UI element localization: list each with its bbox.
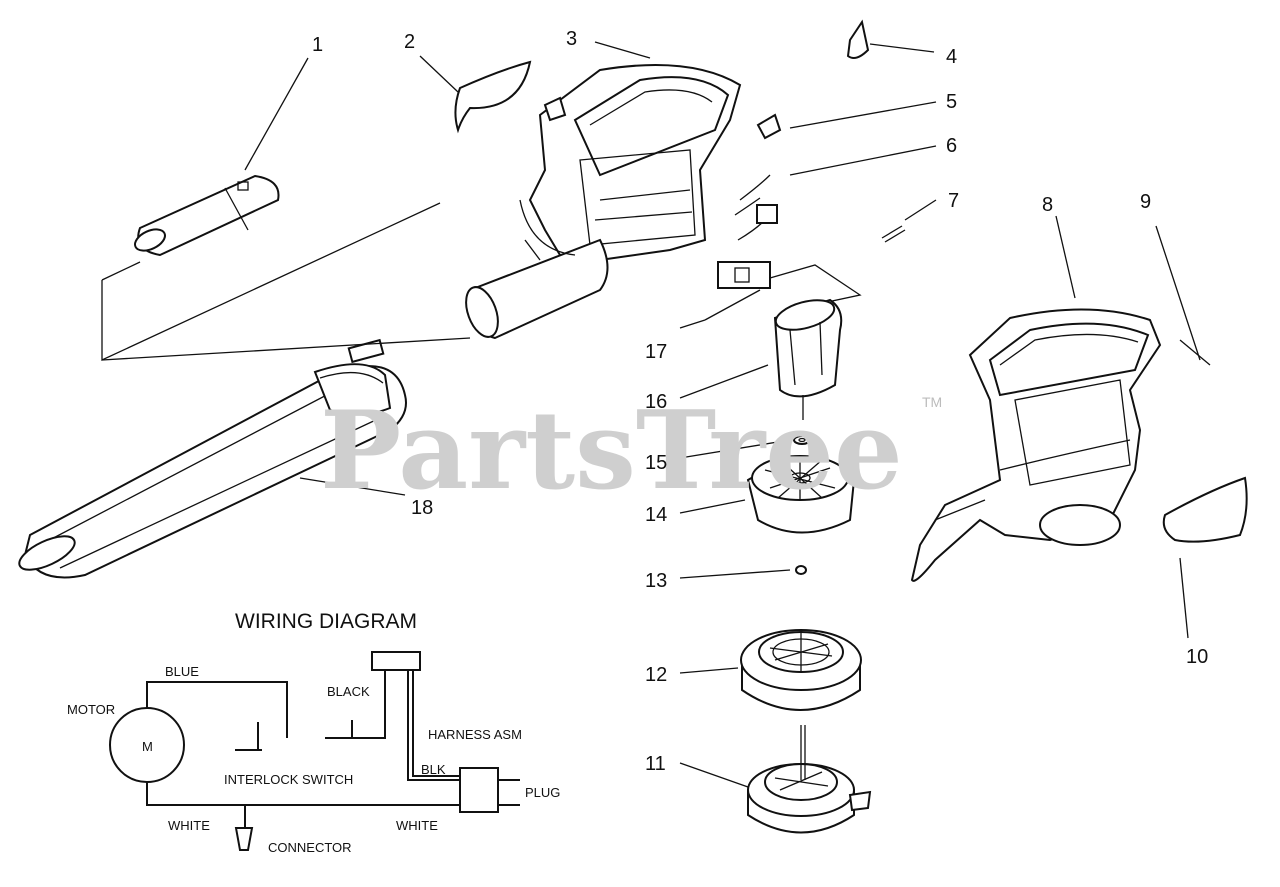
wiring-blue-label: BLUE — [165, 664, 199, 679]
wiring-white-right-label: WHITE — [396, 818, 438, 833]
part-11-lower-cover — [747, 725, 872, 834]
watermark-trademark: TM — [922, 394, 942, 410]
part-6-switch — [734, 174, 778, 241]
wiring-plug-label: PLUG — [525, 785, 560, 800]
callout-11: 11 — [645, 753, 666, 775]
callout-18: 18 — [411, 497, 433, 519]
part-2-side-panel — [454, 60, 532, 134]
wiring-white-left-label: WHITE — [168, 818, 210, 833]
main-housing — [465, 64, 742, 340]
part-8-assembled-blower — [910, 308, 1211, 582]
part-14-impeller — [746, 455, 857, 534]
part-4-cone — [846, 19, 870, 59]
part-18-blower-tube — [18, 338, 407, 579]
wiring-blk-label: BLK — [421, 762, 446, 777]
wiring-connector-label: CONNECTOR — [268, 840, 352, 855]
callout-2: 2 — [404, 31, 415, 53]
callout-14: 14 — [645, 504, 667, 526]
callout-4: 4 — [946, 46, 957, 68]
part-17-switch-module — [704, 261, 862, 321]
part-1-nozzle — [134, 174, 280, 257]
watermark-text: PartsTree — [320, 388, 903, 514]
wiring-motor-label: MOTOR — [67, 702, 115, 717]
callout-12: 12 — [645, 664, 667, 686]
part-13-nut — [795, 565, 807, 575]
part-12-fan-housing — [740, 629, 862, 711]
part-10-side-panel — [1162, 476, 1248, 543]
wiring-motor-symbol: M — [142, 739, 153, 754]
wiring-title: WIRING DIAGRAM — [235, 610, 417, 633]
callout-9: 9 — [1140, 191, 1151, 213]
wiring-black-label: BLACK — [327, 684, 370, 699]
wiring-interlock-label: INTERLOCK SWITCH — [224, 772, 353, 787]
wiring-diagram — [109, 651, 520, 851]
callout-16: 16 — [645, 391, 667, 413]
part-15-washer — [793, 435, 811, 445]
leader-lines — [244, 41, 1201, 788]
part-5-clip — [756, 113, 782, 140]
callout-6: 6 — [946, 135, 957, 157]
callout-8: 8 — [1042, 194, 1053, 216]
wiring-harness-label: HARNESS ASM — [428, 727, 522, 742]
callout-10: 10 — [1186, 646, 1208, 668]
callout-7: 7 — [948, 190, 959, 212]
callout-13: 13 — [645, 570, 667, 592]
part-16-motor — [773, 298, 843, 420]
callout-3: 3 — [566, 28, 577, 50]
part-7-screw — [881, 225, 906, 243]
callout-5: 5 — [946, 91, 957, 113]
callout-15: 15 — [645, 452, 667, 474]
explode-lines-left — [101, 202, 471, 362]
callout-1: 1 — [312, 34, 323, 56]
callout-17: 17 — [645, 341, 667, 363]
